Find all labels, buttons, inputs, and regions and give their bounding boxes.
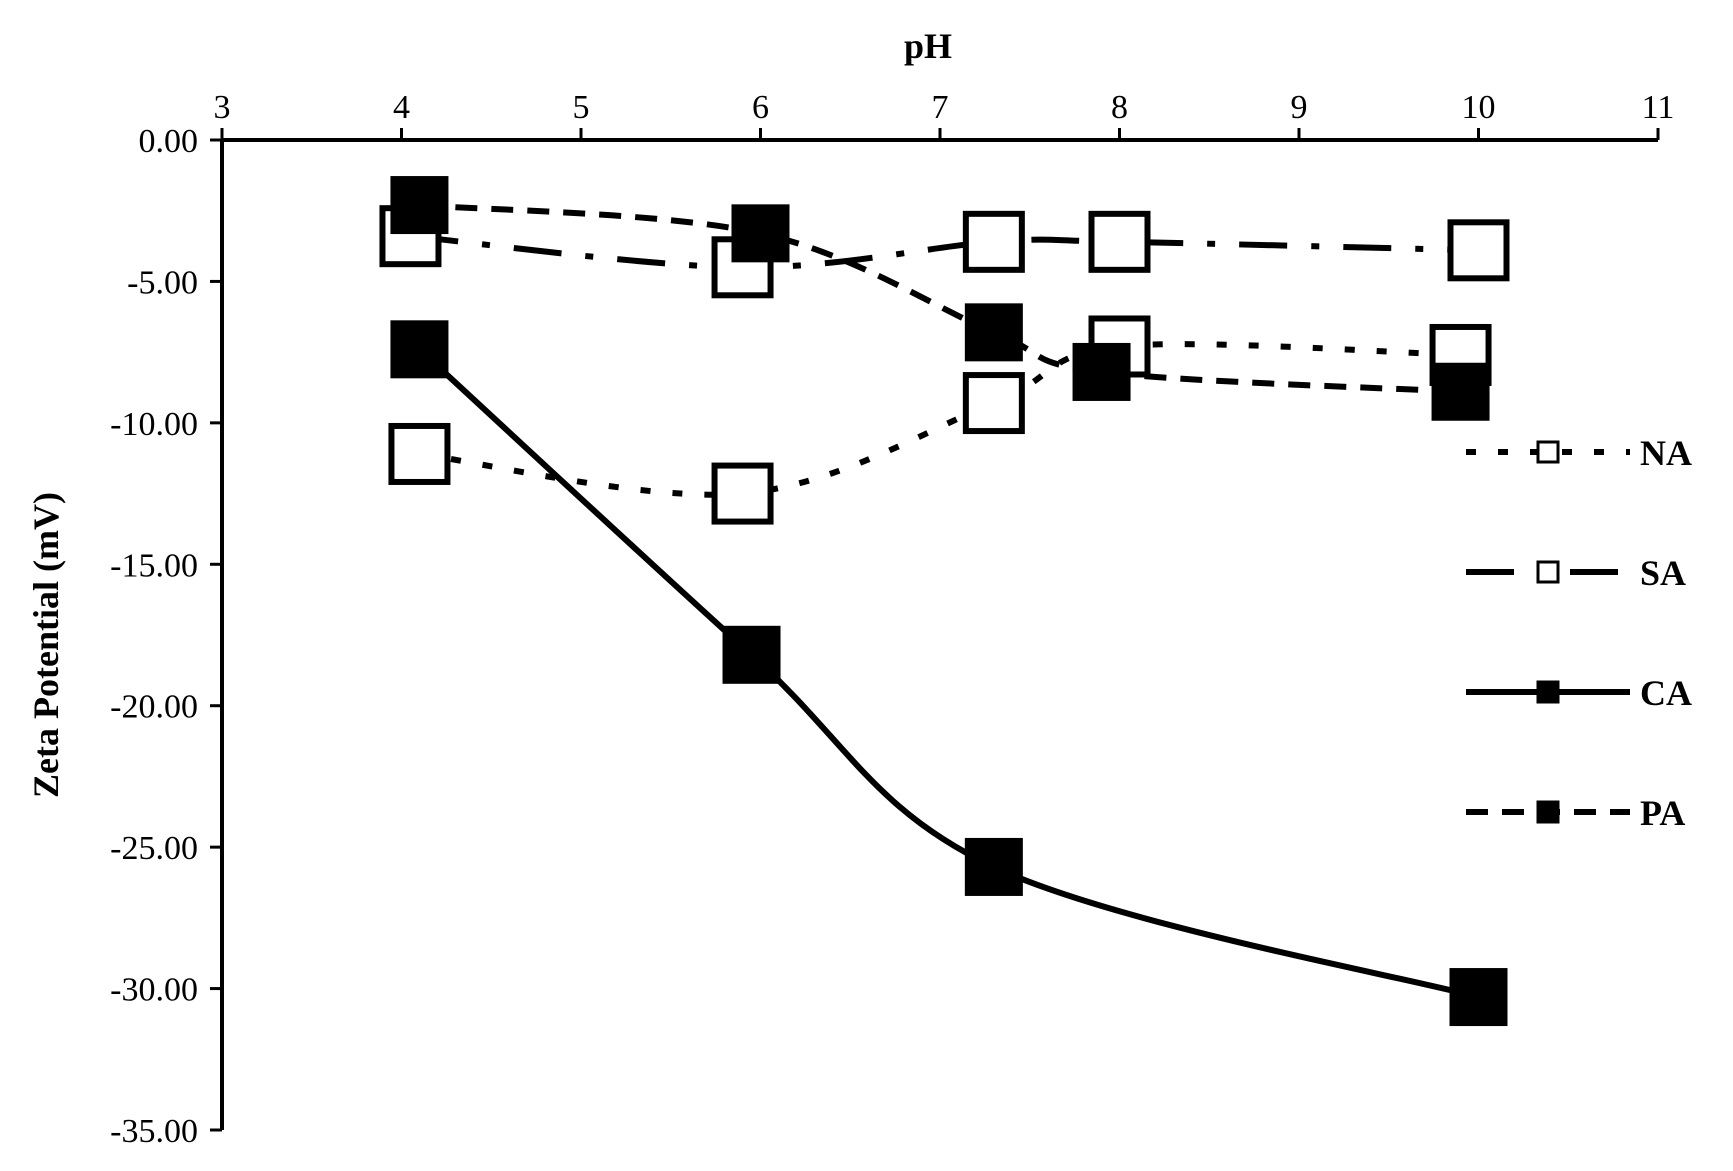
series-line (410, 233, 1479, 271)
y-axis-title: Zeta Potential (mV) (26, 492, 66, 798)
legend-item-sa: SA (1466, 553, 1686, 593)
x-tick-label: 4 (393, 89, 410, 126)
data-point (722, 625, 781, 684)
x-tick-label: 9 (1291, 89, 1308, 126)
legend-item-na: NA (1466, 433, 1692, 473)
data-point (964, 303, 1023, 362)
data-point (390, 176, 449, 235)
data-point (390, 320, 449, 379)
series-layer (379, 176, 1510, 1027)
x-tick-label: 10 (1462, 89, 1496, 126)
x-tick-label: 5 (573, 89, 590, 126)
x-tick-label: 8 (1111, 89, 1128, 126)
y-tick-label: -25.00 (110, 830, 198, 867)
data-point (1088, 210, 1151, 273)
legend-label: SA (1640, 553, 1686, 593)
y-tick-label: -20.00 (110, 689, 198, 726)
legend-marker (1536, 680, 1560, 704)
x-tick-label: 6 (752, 89, 769, 126)
legend-item-pa: PA (1466, 793, 1685, 833)
series-ca (390, 320, 1508, 1027)
x-axis-title: pH (904, 26, 952, 66)
y-tick-label: -15.00 (110, 547, 198, 584)
y-tick-label: 0.00 (139, 123, 199, 160)
series-line (419, 202, 1461, 395)
data-point (731, 204, 790, 263)
y-tick-label: -30.00 (110, 972, 198, 1009)
x-tick-label: 11 (1642, 89, 1675, 126)
legend-marker (1536, 800, 1560, 824)
legend-label: CA (1640, 673, 1692, 713)
y-tick-label: -10.00 (110, 406, 198, 443)
x-tick-label: 7 (932, 89, 949, 126)
series-na (388, 315, 1492, 525)
series-line (417, 347, 1480, 1000)
legend-marker (1536, 440, 1560, 464)
x-tick-label: 3 (214, 89, 231, 126)
series-pa (390, 176, 1490, 421)
legend-marker (1536, 560, 1560, 584)
legend: NA SA CA PA (1466, 433, 1692, 833)
data-point (1072, 342, 1131, 401)
data-point (1447, 219, 1510, 282)
data-point (388, 422, 451, 485)
legend-item-ca: CA (1466, 673, 1692, 713)
data-point (962, 372, 1025, 435)
data-point (962, 210, 1025, 273)
legend-label: NA (1640, 433, 1692, 473)
series-sa (379, 205, 1510, 299)
legend-label: PA (1640, 793, 1685, 833)
y-tick-label: -35.00 (110, 1113, 198, 1150)
axes: 3 4 5 6 7 8 9 10 11 0.00 -5.00 -10.00 -15.00 -20.00 -2… (110, 89, 1674, 1150)
data-point (711, 462, 774, 525)
data-point (1449, 968, 1508, 1027)
data-point (1431, 362, 1490, 421)
y-tick-label: -5.00 (127, 264, 198, 301)
series-line (419, 341, 1461, 498)
data-point (964, 837, 1023, 896)
